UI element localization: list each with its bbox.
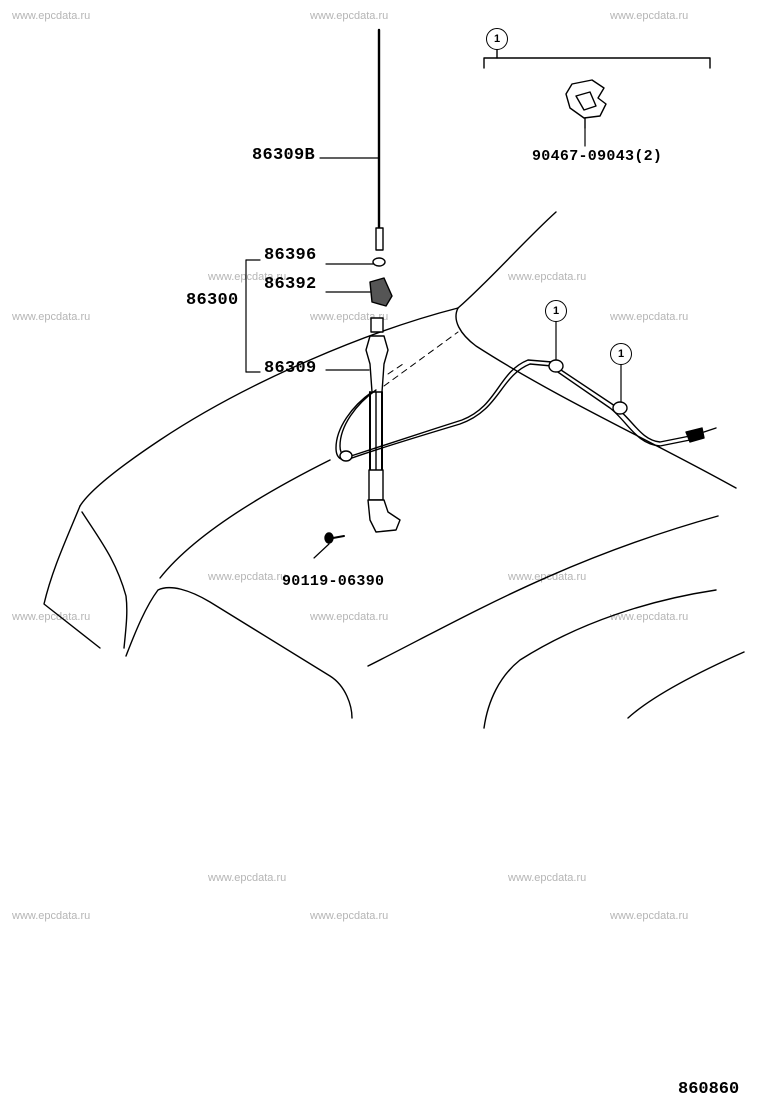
- watermark: www.epcdata.ru: [12, 311, 91, 323]
- watermark: www.epcdata.ru: [310, 910, 389, 922]
- leader-lines: [245, 127, 622, 559]
- part-label-86396[interactable]: 86396: [264, 246, 317, 265]
- dashed-lines: [383, 331, 459, 387]
- watermark: www.epcdata.ru: [310, 611, 389, 623]
- antenna-cable: [335, 359, 717, 462]
- watermark: www.epcdata.ru: [310, 311, 389, 323]
- diagram-code: 860860: [678, 1080, 740, 1099]
- watermark: www.epcdata.ru: [310, 10, 389, 22]
- part-label-86392[interactable]: 86392: [264, 275, 317, 294]
- callout-circle[interactable]: 1: [610, 343, 632, 365]
- watermark: www.epcdata.ru: [610, 611, 689, 623]
- watermark: www.epcdata.ru: [610, 910, 689, 922]
- part-label-90119-06390[interactable]: 90119-06390: [282, 573, 385, 590]
- watermark: www.epcdata.ru: [208, 571, 287, 583]
- callout-bracket: [483, 57, 711, 69]
- screw: [324, 532, 345, 544]
- callout-circle[interactable]: 1: [545, 300, 567, 322]
- watermark: www.epcdata.ru: [12, 611, 91, 623]
- watermark: www.epcdata.ru: [208, 271, 287, 283]
- callout-circle[interactable]: 1: [486, 28, 508, 50]
- watermark: www.epcdata.ru: [12, 910, 91, 922]
- vehicle-body-outline: [43, 211, 745, 729]
- clamp: [565, 79, 607, 129]
- watermark: www.epcdata.ru: [12, 10, 91, 22]
- part-label-86300[interactable]: 86300: [186, 291, 239, 310]
- watermark: www.epcdata.ru: [508, 271, 587, 283]
- watermark: www.epcdata.ru: [610, 311, 689, 323]
- part-label-86309B[interactable]: 86309B: [252, 146, 316, 165]
- antenna-body: [365, 317, 401, 533]
- watermark: www.epcdata.ru: [610, 10, 689, 22]
- antenna-mast: [372, 28, 386, 267]
- part-label-90467-09043[interactable]: 90467-09043(2): [532, 148, 663, 165]
- antenna-bezel: [369, 277, 393, 307]
- watermark: www.epcdata.ru: [208, 872, 287, 884]
- watermark: www.epcdata.ru: [508, 872, 587, 884]
- part-label-86309[interactable]: 86309: [264, 359, 317, 378]
